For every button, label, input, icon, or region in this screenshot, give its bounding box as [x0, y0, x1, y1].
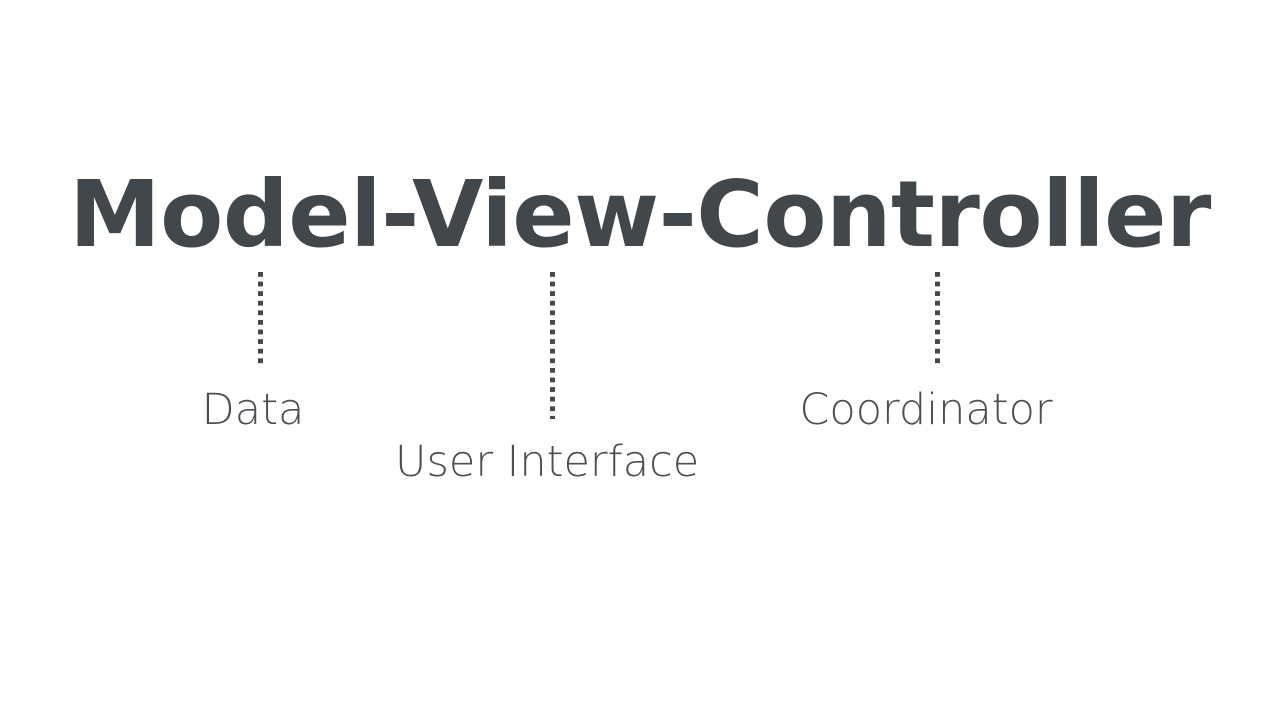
dotted-connector-controller-icon: [935, 272, 940, 368]
page-title: Model-View-Controller: [69, 161, 1211, 268]
label-view-user-interface: User Interface: [395, 437, 700, 487]
dotted-connector-view-icon: [550, 272, 555, 419]
dotted-connector-model-icon: [258, 272, 263, 368]
label-model-data: Data: [201, 385, 305, 435]
label-controller-coordinator: Coordinator: [799, 385, 1053, 435]
